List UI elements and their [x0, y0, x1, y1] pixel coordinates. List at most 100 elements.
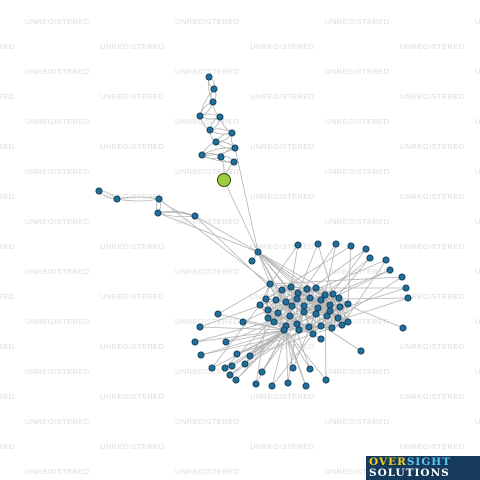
- watermark-text: UNREGISTERED: [475, 267, 480, 276]
- watermark-text: UNREGISTERED: [0, 192, 15, 201]
- watermark-text: UNREGISTERED: [175, 17, 240, 26]
- graph-edge: [217, 283, 271, 315]
- graph-node: [231, 144, 239, 152]
- graph-edge: [194, 215, 276, 293]
- graph-edge: [257, 251, 291, 293]
- graph-node: [305, 323, 313, 331]
- watermark-text: UNREGISTERED: [400, 442, 465, 451]
- watermark-text: UNREGISTERED: [100, 242, 165, 251]
- watermark-text: UNREGISTERED: [0, 292, 15, 301]
- watermark-text: UNREGISTERED: [475, 367, 480, 376]
- watermark-text: UNREGISTERED: [250, 42, 315, 51]
- graph-node: [362, 245, 370, 253]
- graph-edge: [211, 304, 261, 369]
- graph-node: [317, 335, 325, 343]
- graph-node: [282, 298, 290, 306]
- graph-node: [357, 347, 365, 355]
- graph-node: [289, 364, 297, 372]
- watermark-text: UNREGISTERED: [250, 442, 315, 451]
- graph-edge: [261, 329, 287, 373]
- graph-node: [326, 307, 334, 315]
- graph-node: [280, 326, 288, 334]
- graph-node: [196, 323, 204, 331]
- graph-node: [399, 324, 407, 332]
- watermark-text: UNREGISTERED: [400, 142, 465, 151]
- graph-node: [230, 158, 238, 166]
- graph-node: [210, 85, 218, 93]
- graph-edge: [229, 329, 287, 376]
- watermark-text: UNREGISTERED: [175, 67, 240, 76]
- graph-node: [278, 286, 286, 294]
- graph-node: [404, 294, 412, 302]
- graph-node: [309, 330, 317, 338]
- graph-node: [336, 303, 344, 311]
- graph-edge: [269, 283, 292, 288]
- graph-edge: [236, 325, 322, 355]
- watermark-text: UNREGISTERED: [475, 217, 480, 226]
- watermark-text: UNREGISTERED: [100, 442, 165, 451]
- graph-node: [323, 312, 331, 320]
- watermark-text: UNREGISTERED: [475, 17, 480, 26]
- graph-edge: [341, 259, 387, 326]
- watermark-text: UNREGISTERED: [175, 117, 240, 126]
- graph-edge: [257, 251, 340, 299]
- watermark-text: UNREGISTERED: [0, 142, 15, 151]
- graph-node: [284, 379, 292, 387]
- watermark-text: UNREGISTERED: [25, 17, 90, 26]
- graph-edge: [341, 303, 349, 326]
- graph-node: [268, 382, 276, 390]
- graph-node: [233, 350, 241, 358]
- graph-node: [113, 195, 121, 203]
- graph-node: [294, 289, 302, 297]
- watermark-text: UNREGISTERED: [400, 392, 465, 401]
- graph-edge: [225, 315, 291, 343]
- graph-node: [246, 352, 254, 360]
- graph-edge: [269, 276, 403, 285]
- graph-node: [303, 285, 311, 293]
- watermark-text: UNREGISTERED: [325, 17, 390, 26]
- graph-edge: [275, 292, 299, 301]
- graph-node: [228, 129, 236, 137]
- graph-node: [222, 338, 230, 346]
- graph-edge: [158, 198, 196, 217]
- watermark-text: UNREGISTERED: [25, 67, 90, 76]
- watermark-text: UNREGISTERED: [475, 117, 480, 126]
- watermark-text: UNREGISTERED: [325, 417, 390, 426]
- watermark-text: UNREGISTERED: [250, 192, 315, 201]
- graph-node: [300, 302, 308, 310]
- graph-edge: [271, 329, 287, 387]
- watermark-text: UNREGISTERED: [25, 417, 90, 426]
- watermark-text: UNREGISTERED: [25, 467, 90, 476]
- graph-node: [239, 318, 247, 326]
- watermark-text: UNREGISTERED: [25, 367, 90, 376]
- watermark-text: UNREGISTERED: [0, 342, 15, 351]
- graph-edge: [194, 215, 259, 253]
- watermark-text: UNREGISTERED: [475, 317, 480, 326]
- graph-node: [196, 112, 204, 120]
- graph-node: [332, 240, 340, 248]
- graph-edge: [231, 329, 287, 367]
- focus-node: [217, 173, 231, 187]
- graph-node: [226, 371, 234, 379]
- graph-edge: [267, 309, 287, 327]
- logo-line-2: SOLUTIONS: [369, 467, 450, 479]
- graph-edge: [200, 329, 287, 356]
- graph-edge: [271, 315, 328, 387]
- graph-edge: [267, 315, 291, 319]
- graph-edge: [223, 179, 259, 253]
- graph-node: [402, 284, 410, 292]
- watermark-text: UNREGISTERED: [325, 467, 390, 476]
- watermark-text: UNREGISTERED: [100, 192, 165, 201]
- graph-node: [209, 98, 217, 106]
- graph-edge: [257, 251, 271, 285]
- graph-edge: [269, 283, 287, 303]
- graph-node: [344, 318, 352, 326]
- graph-edge: [242, 287, 317, 323]
- graph-node: [295, 326, 303, 334]
- graph-node: [329, 290, 337, 298]
- graph-node: [155, 195, 163, 203]
- graph-node: [206, 126, 214, 134]
- watermark-text: UNREGISTERED: [175, 217, 240, 226]
- graph-edge: [285, 329, 311, 370]
- graph-node: [270, 318, 278, 326]
